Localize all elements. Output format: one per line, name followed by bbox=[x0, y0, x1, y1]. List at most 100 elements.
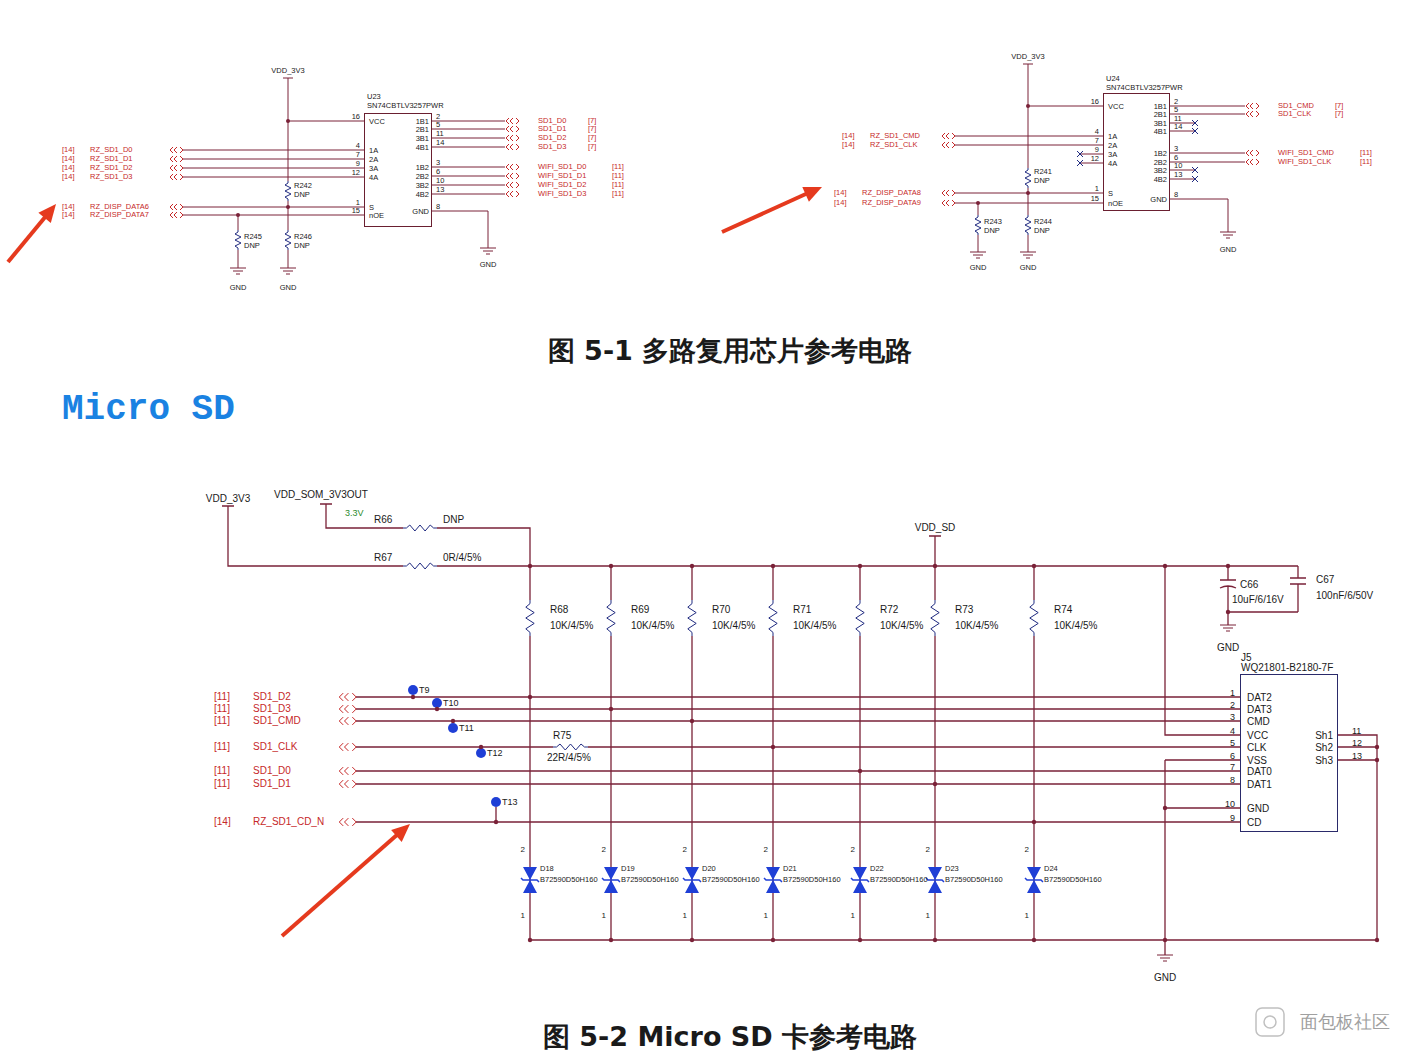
pin-number: 3 bbox=[1230, 713, 1235, 722]
part-ref: R243 bbox=[984, 218, 1002, 226]
sheet-ref: [11] bbox=[214, 779, 230, 789]
test-point-label: T10 bbox=[443, 699, 459, 708]
part-value: B72590D50H160 bbox=[702, 876, 760, 884]
net-label: SD1_D1 bbox=[253, 779, 291, 789]
pin-name: VCC bbox=[1247, 731, 1268, 741]
pin-number: 14 bbox=[1174, 123, 1182, 131]
watermark: 面包板社区 bbox=[1300, 1013, 1390, 1031]
pin-name: DAT0 bbox=[1247, 767, 1272, 777]
pin-number: 2 bbox=[764, 846, 768, 854]
resistor-symbol bbox=[607, 600, 615, 636]
part-value: 10K/4/5% bbox=[631, 621, 674, 631]
pin-number: 6 bbox=[436, 168, 440, 176]
ic-chip: U24SN74CBTLV3257PWRVCC1A2A3A4ASnOE1B12B1… bbox=[1103, 93, 1170, 211]
pin-number: 6 bbox=[1174, 154, 1178, 162]
figure-caption: 图 5-1 多路复用芯片参考电路 bbox=[548, 337, 913, 364]
part-ref: R244 bbox=[1034, 218, 1052, 226]
junction-dot bbox=[435, 707, 439, 711]
voltage-note: 3.3V bbox=[345, 509, 364, 518]
part-ref: D22 bbox=[870, 865, 884, 873]
part-ref: R72 bbox=[880, 605, 898, 615]
pin-name: nOE bbox=[1108, 200, 1123, 208]
sheet-ref: [14] bbox=[834, 189, 847, 197]
resistor-symbol bbox=[688, 600, 696, 636]
net-label: SD1_CMD bbox=[253, 716, 301, 726]
sheet-ref: [11] bbox=[1360, 149, 1372, 157]
pin-number: 8 bbox=[436, 203, 440, 211]
pin-number: 13 bbox=[1352, 752, 1362, 761]
part-value: 100nF/6/50V bbox=[1316, 591, 1373, 601]
junction-dot bbox=[609, 707, 613, 711]
resistor-symbol bbox=[285, 181, 291, 201]
no-connect-mark bbox=[1077, 120, 1198, 182]
pin-name: 3B1 bbox=[416, 135, 429, 143]
pin-name: DAT2 bbox=[1247, 693, 1272, 703]
pin-number: 9 bbox=[1095, 146, 1099, 154]
pin-number: 11 bbox=[1352, 727, 1361, 736]
figure-caption: 图 5-2 Micro SD 卡参考电路 bbox=[543, 1023, 917, 1050]
pin-number: 9 bbox=[356, 160, 360, 168]
port-symbol bbox=[339, 693, 356, 826]
pin-number: 1 bbox=[683, 912, 687, 920]
ground-label: GND bbox=[1020, 264, 1037, 272]
pin-number: 15 bbox=[352, 207, 360, 215]
resistor-symbol bbox=[975, 168, 1031, 235]
pin-number: 8 bbox=[1230, 776, 1235, 785]
pin-number: 2 bbox=[851, 846, 855, 854]
net-label: RZ_SD1_D0 bbox=[90, 146, 133, 154]
part-value: DNP bbox=[294, 242, 310, 250]
port-symbol bbox=[170, 156, 183, 162]
section-heading: Micro SD bbox=[62, 392, 235, 428]
sheet-ref: [11] bbox=[214, 716, 230, 726]
pin-name: 1B2 bbox=[1154, 150, 1167, 158]
no-connect-mark bbox=[1192, 120, 1198, 126]
part-value: DNP bbox=[1034, 177, 1050, 185]
ic-chip: U23SN74CBTLV3257PWRVCC1A2A3A4ASnOE1B12B1… bbox=[364, 113, 432, 227]
port-symbol bbox=[942, 133, 955, 139]
no-connect-mark bbox=[1077, 160, 1083, 166]
junction-dot bbox=[236, 213, 240, 217]
part-value: 10K/4/5% bbox=[550, 621, 593, 631]
callout-arrow bbox=[802, 187, 822, 202]
part-ref: R68 bbox=[550, 605, 568, 615]
part-ref: D21 bbox=[783, 865, 797, 873]
port-symbol bbox=[170, 204, 183, 210]
part-value: 22R/4/5% bbox=[547, 753, 591, 763]
net-label: SD1_D1 bbox=[538, 125, 566, 133]
sheet-ref: [7] bbox=[588, 134, 596, 142]
sheet-ref: [14] bbox=[214, 817, 231, 827]
part-ref: D20 bbox=[702, 865, 716, 873]
no-connect-mark bbox=[1192, 176, 1198, 182]
wire bbox=[183, 78, 505, 268]
tvs-diode-symbol bbox=[851, 867, 869, 893]
pin-name: 2B1 bbox=[1154, 111, 1167, 119]
net-label: SD1_D3 bbox=[538, 143, 566, 151]
sheet-ref: [14] bbox=[62, 211, 75, 219]
pin-name: 2A bbox=[1108, 142, 1117, 150]
ground-symbol bbox=[1157, 625, 1236, 961]
part-value: DNP bbox=[1034, 227, 1050, 235]
net-label: SD1_D0 bbox=[538, 117, 566, 125]
net-label: RZ_DISP_DATA7 bbox=[90, 211, 149, 219]
resistor-symbol bbox=[235, 230, 241, 250]
pin-number: 1 bbox=[1025, 912, 1029, 920]
net-label: RZ_SD1_D3 bbox=[90, 173, 133, 181]
port-symbol bbox=[506, 182, 519, 188]
port-symbol bbox=[506, 144, 519, 150]
sheet-ref: [11] bbox=[1360, 158, 1372, 166]
pin-number: 13 bbox=[1174, 171, 1182, 179]
part-number: WQ21801-B2180-7F bbox=[1241, 663, 1333, 673]
ground-symbol bbox=[1220, 232, 1236, 238]
sheet-ref: [7] bbox=[588, 125, 596, 133]
wire bbox=[955, 64, 1245, 252]
pin-name: 1B1 bbox=[1154, 103, 1167, 111]
junction-dot bbox=[236, 119, 290, 217]
sheet-ref: [7] bbox=[588, 143, 596, 151]
junction-dot bbox=[933, 782, 937, 786]
net-label: RZ_DISP_DATA9 bbox=[862, 199, 921, 207]
ground-label: GND bbox=[480, 261, 497, 269]
tvs-diode-symbol bbox=[926, 867, 944, 893]
test-point bbox=[408, 685, 418, 695]
pin-number: 16 bbox=[1091, 98, 1099, 106]
part-value: 10uF/6/16V bbox=[1232, 595, 1284, 605]
